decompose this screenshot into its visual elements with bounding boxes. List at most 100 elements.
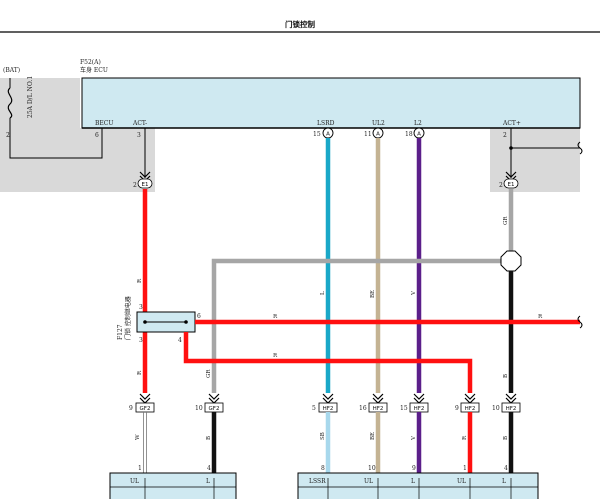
tag-hf2-5-pin: 5 [312, 405, 316, 412]
pin-label-l2: L2 [414, 120, 422, 127]
wire-tan-code: BE [370, 290, 376, 298]
arrow-gf2-9-icon [139, 393, 151, 404]
pin-num-ul2: 11 [364, 131, 372, 138]
splice-left-pin: 2 [133, 182, 137, 189]
wire-below-hf2-15-code: V [411, 435, 417, 441]
pin-num-l2: 18 [405, 131, 413, 138]
conn-ul2-letter: A [376, 132, 380, 138]
low-pin-0: 1 [138, 465, 142, 472]
wire-gray-code: GR [206, 369, 212, 378]
relay-pin-top: 3 [139, 304, 143, 311]
tag-hf2-9-pin: 9 [455, 405, 459, 412]
wire-red-right-code-a: R [273, 314, 278, 320]
low-pin-3: 10 [368, 465, 376, 472]
ecu-name: 车身 ECU [80, 66, 108, 74]
tag-gf2-9-conn: GF2 [140, 406, 151, 412]
pin-label-ul2: UL2 [372, 120, 385, 127]
wire-red-right-code-b: R [538, 314, 543, 320]
wire-below-hf2-16-code: BE [370, 432, 376, 440]
wire-gray-right-code: GR [503, 216, 509, 225]
arrow-hf2-9-icon [464, 393, 476, 404]
break-mark-icon [577, 141, 583, 155]
relay-pin-br: 4 [178, 337, 182, 344]
pin-label-becu: BECU [95, 120, 113, 127]
splice-right-pin: 2 [499, 182, 503, 189]
wire-black-right-code: B [503, 374, 509, 378]
low-pin-2: 8 [321, 465, 325, 472]
splice-right-conn: E1 [508, 182, 515, 188]
fuse-icon [7, 87, 13, 119]
wire-below-gf2-9-code: W [135, 434, 141, 440]
pin-num-act-plus: 2 [503, 132, 507, 139]
wire-purple-code: V [411, 290, 417, 296]
tag-gf2-10-conn: GF2 [209, 406, 220, 412]
arrow-gf2-10-icon [208, 393, 220, 404]
tag-gf2-10-pin: 10 [195, 405, 203, 412]
fuse-block-area [0, 78, 80, 192]
junction-node [500, 250, 522, 272]
tag-hf2-10-pin: 10 [492, 405, 500, 412]
page-title: 门锁控制 [285, 19, 315, 29]
low-label-1: L [206, 478, 210, 485]
splice-right [503, 178, 519, 189]
conn-lsrd-letter: A [326, 132, 330, 138]
wire-red-mid [183, 332, 473, 393]
ecu-code: F52(A) [80, 59, 101, 66]
wire-below-hf2-9-code: R [462, 435, 468, 440]
tag-hf2-10-conn: HF2 [506, 406, 517, 412]
low-label-0: UL [130, 478, 139, 485]
door-lock-motor-left [109, 472, 237, 499]
relay-pin-bl: 3 [139, 337, 143, 344]
pin-label-act-plus: ACT+ [502, 120, 521, 127]
fuse-name: 25A D/L NO.1 [27, 76, 34, 118]
wire-below-hf2-5-code: SB [320, 432, 326, 440]
tag-hf2-5-conn: HF2 [323, 406, 334, 412]
tag-hf2-16-pin: 16 [359, 405, 367, 412]
pin-num-becu: 6 [95, 132, 99, 139]
tag-hf2-16-conn: HF2 [373, 406, 384, 412]
splice-left [137, 178, 153, 189]
low-label-2: LSSR [309, 478, 326, 485]
low-label-4: L [411, 478, 415, 485]
wire-below-hf2-10-code: B [503, 436, 509, 440]
door-lock-motor-right [297, 472, 539, 499]
tag-hf2-15-conn: HF2 [414, 406, 425, 412]
low-label-3: UL [364, 478, 373, 485]
arrow-hf2-16-icon [372, 393, 384, 404]
tag-gf2-9 [135, 402, 155, 413]
relay-pin-right: 6 [197, 313, 201, 320]
low-pin-4: 9 [412, 465, 416, 472]
wire-red-left-code-a: R [137, 278, 143, 283]
relay-name: 门锁 控制继电器 [124, 296, 132, 340]
pin-num-lsrd: 15 [313, 131, 321, 138]
arrow-hf2-5-icon [322, 393, 334, 404]
arrow-hf2-10-icon [505, 393, 517, 404]
wire-red-mid-code: R [273, 353, 278, 359]
arrow-row [139, 393, 517, 404]
pin-label-lsrd: LSRD [317, 120, 335, 127]
tag-gf2-9-pin: 9 [129, 405, 133, 412]
splice-left-conn: E1 [142, 182, 149, 188]
pin-label-act-minus: ACT- [132, 120, 147, 127]
low-label-5: UL [457, 478, 466, 485]
tag-hf2-9-conn: HF2 [465, 406, 476, 412]
wire-cyan-code: L [320, 291, 326, 295]
low-pin-6: 4 [504, 465, 508, 472]
relay-code: F127 [117, 324, 124, 340]
tag-hf2-15-pin: 15 [400, 405, 408, 412]
body-ecu-box [81, 77, 581, 129]
break-mark-2-icon [577, 315, 583, 329]
pin-num-act-minus: 3 [137, 132, 141, 139]
low-label-6: L [502, 478, 506, 485]
wire-below-gf2-10-code: B [206, 436, 212, 440]
wire-gray [211, 258, 504, 393]
connector-tags: GF2 9 GF2 10 HF2 5 HF2 16 HF2 15 HF2 9 H… [129, 402, 521, 413]
low-pin-1: 4 [207, 465, 211, 472]
fuse-pin: 2 [6, 132, 10, 139]
becu-feed-wire [9, 128, 103, 159]
low-pin-5: 1 [463, 465, 467, 472]
wire-red-left-code-b: R [137, 370, 143, 375]
conn-l2-letter: A [417, 132, 421, 138]
arrow-hf2-15-icon [413, 393, 425, 404]
